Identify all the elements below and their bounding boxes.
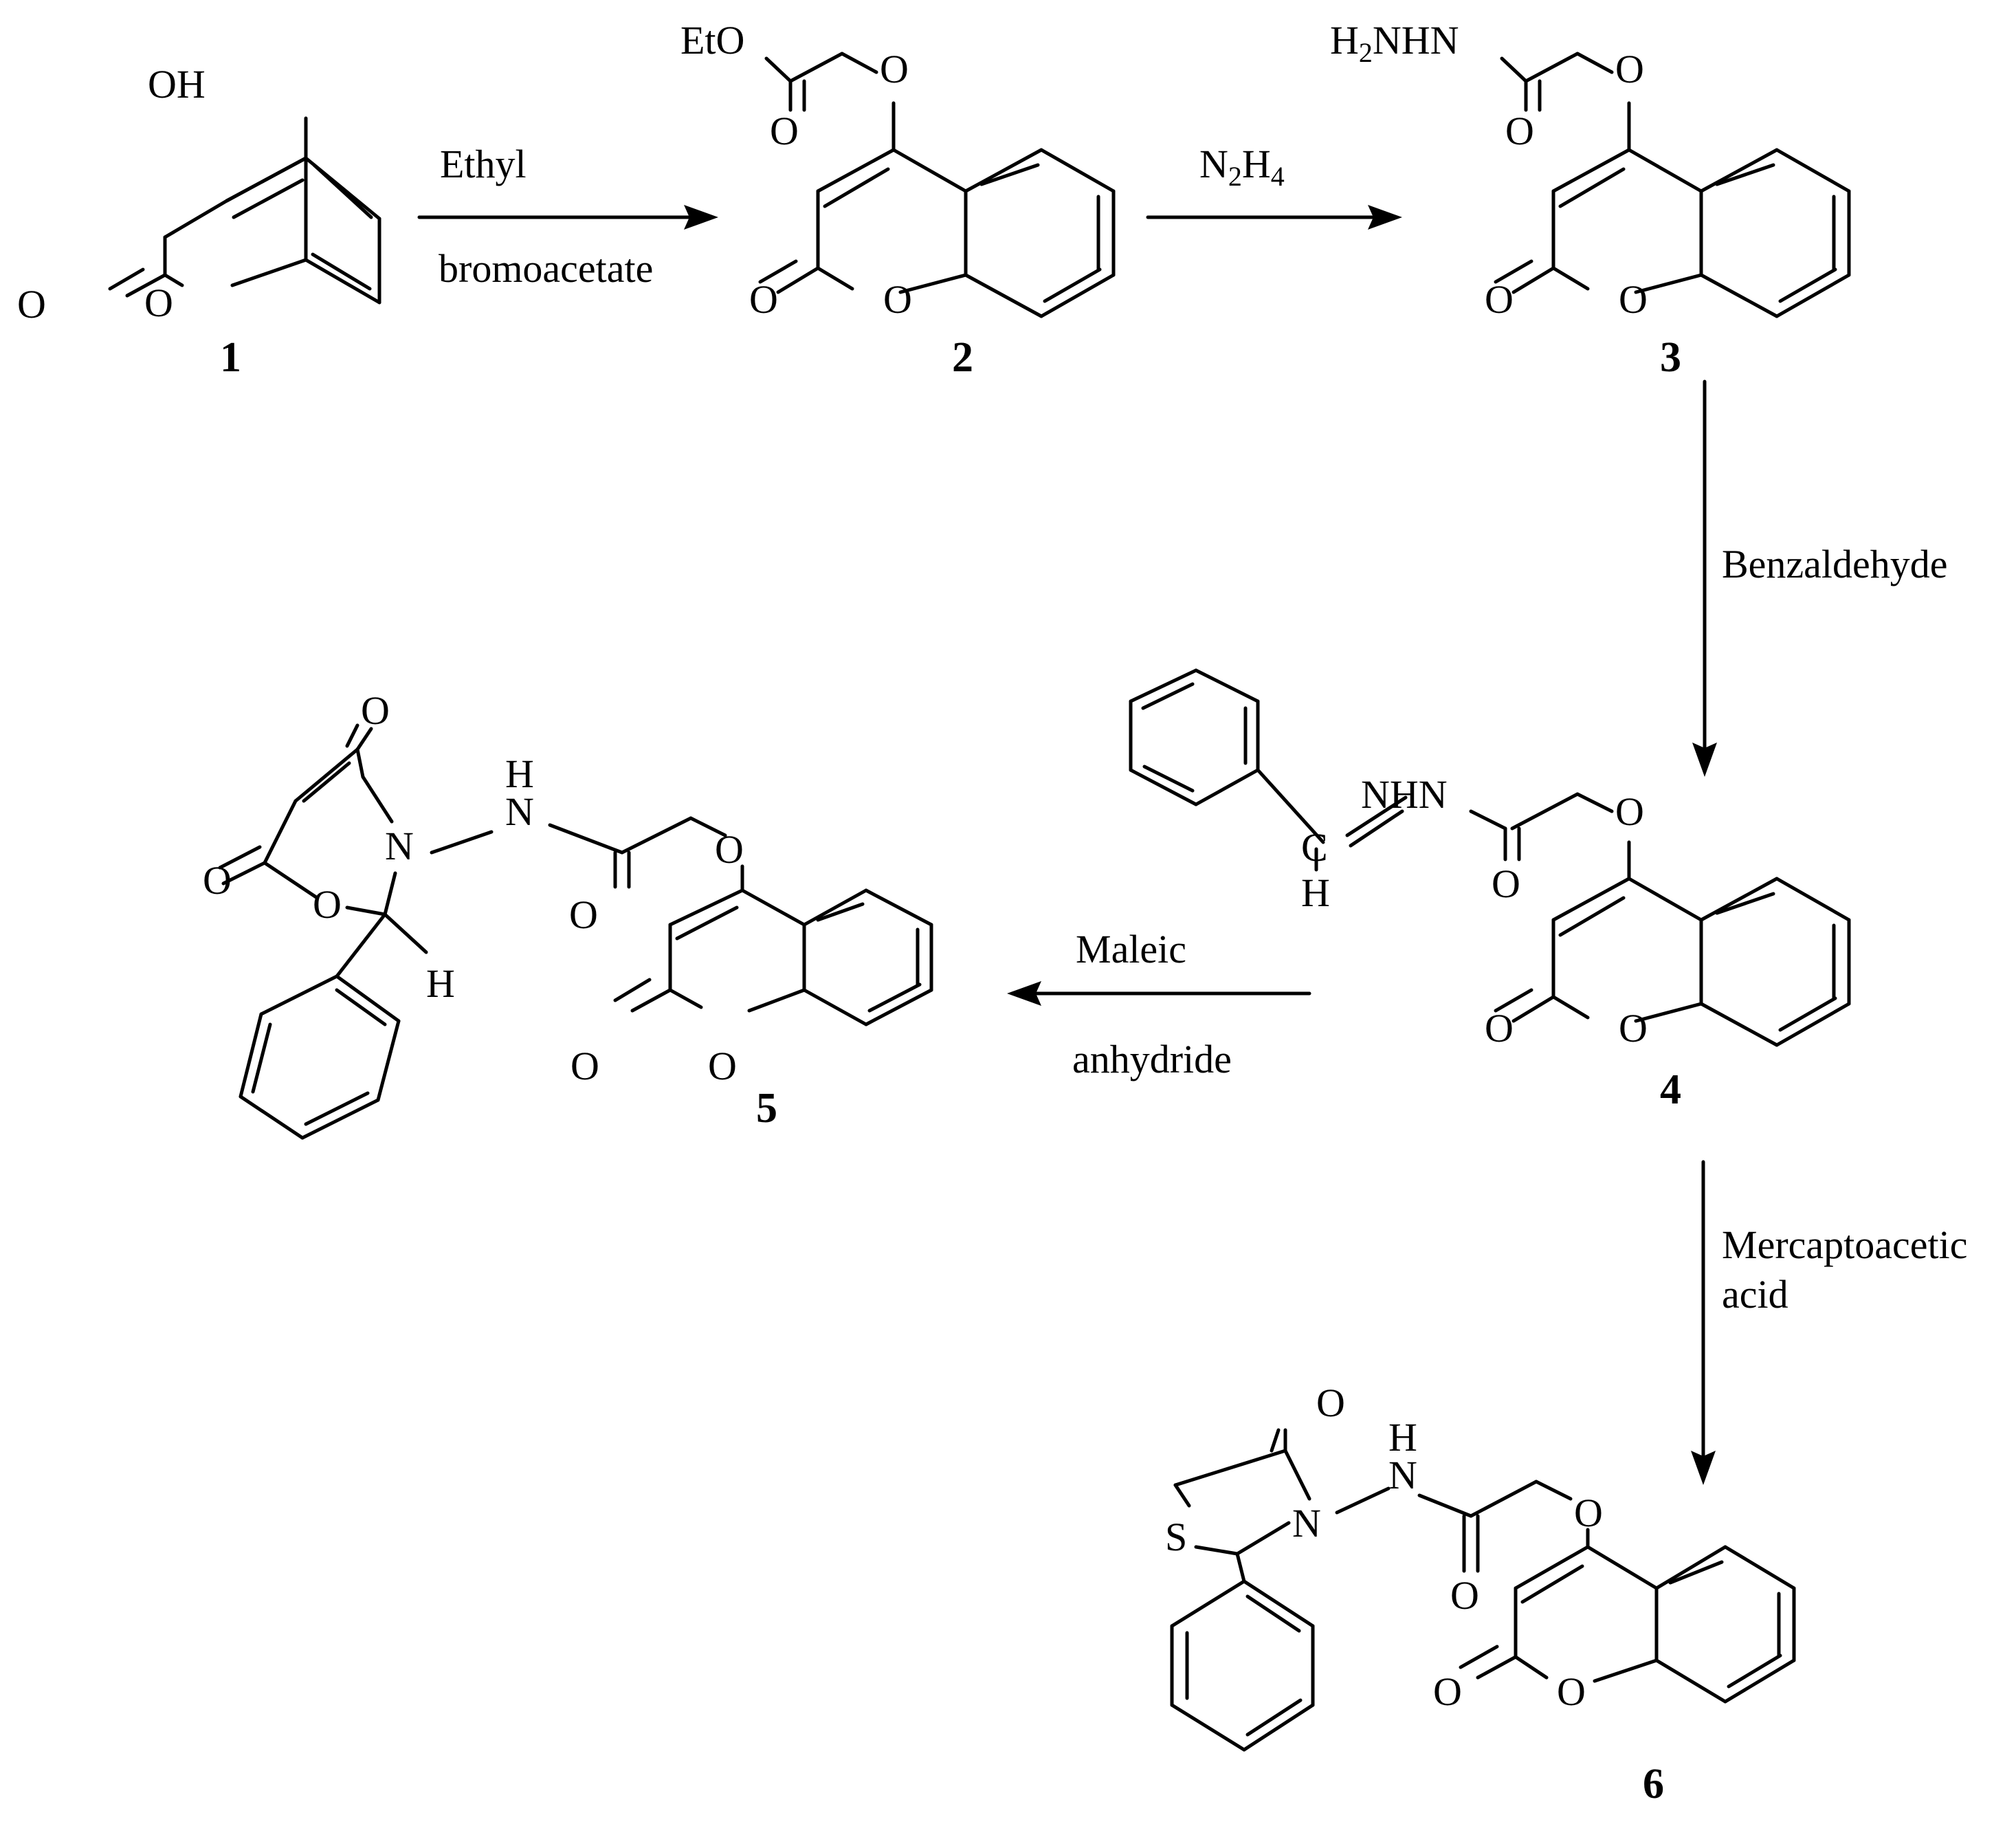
- ketone-o-label: O: [1485, 277, 1514, 322]
- ring-ketone-o-label: O: [361, 688, 390, 733]
- imine-c-label: C: [1301, 825, 1328, 870]
- arrowhead: [684, 205, 718, 230]
- compound-3-number: 3: [1660, 334, 1681, 381]
- ether-o-label: O: [880, 47, 909, 91]
- carbonyl-o-label: O: [569, 892, 598, 937]
- reagent-line-1: Benzaldehyde: [1722, 542, 1948, 586]
- ether-o-label: O: [1615, 47, 1644, 91]
- hydrazide-sub: 2: [1359, 37, 1373, 68]
- reagent-line-1: Ethyl: [440, 142, 527, 186]
- reaction-arrow-1-2: Ethyl bromoacetate: [417, 142, 718, 291]
- reaction-arrow-3-4: Benzaldehyde: [1692, 380, 1948, 777]
- lactone-o-label: O: [203, 858, 232, 903]
- reagent-line-1: Mercaptoacetic: [1722, 1222, 1967, 1267]
- coumarin-ring-o-label: O: [708, 1044, 737, 1088]
- hydrazide-h: H: [1330, 18, 1359, 63]
- ring-o-label: O: [883, 277, 912, 322]
- nh-h-label: H: [1388, 1415, 1417, 1460]
- reagent-sub-1: 2: [1228, 161, 1242, 192]
- nhn-label: NHN: [1361, 772, 1448, 817]
- imine-h-label: H: [1301, 870, 1330, 915]
- reagent-sub-2: 4: [1271, 161, 1285, 192]
- ring-o-label: O: [144, 281, 173, 325]
- ether-o-label: O: [715, 827, 744, 872]
- ketone-o-label: O: [1485, 1006, 1514, 1051]
- nh-h-label: H: [505, 751, 534, 796]
- carbonyl-o-label: O: [1505, 109, 1534, 153]
- compound-3: H2NHN O O O O 3: [1330, 18, 1851, 381]
- ketone-o-label: O: [1433, 1669, 1462, 1714]
- ring-n-label: N: [1292, 1501, 1321, 1546]
- oh-label: OH: [148, 62, 206, 107]
- arrowhead: [1368, 205, 1402, 230]
- ketone-o-label: O: [749, 277, 778, 322]
- carbonyl-o-label: O: [1492, 861, 1520, 906]
- compound-5-number: 5: [756, 1085, 777, 1132]
- carbonyl-o-label: O: [770, 109, 799, 153]
- carbonyl-o-label: O: [1450, 1573, 1479, 1618]
- ring-o-label: O: [1557, 1669, 1586, 1714]
- ether-o-label: O: [1615, 789, 1644, 834]
- arrowhead: [1691, 1451, 1716, 1485]
- acetal-h-label: H: [426, 961, 455, 1006]
- hydrazide-label: H2NHN: [1330, 18, 1459, 68]
- ring-n-label: N: [385, 824, 414, 868]
- ether-o-label: O: [1574, 1491, 1603, 1535]
- compound-6-number: 6: [1643, 1761, 1664, 1807]
- nh-n-label: N: [1388, 1453, 1417, 1497]
- arrowhead: [1692, 743, 1717, 777]
- reagent-label: N2H4: [1199, 142, 1285, 192]
- compound-1-number: 1: [220, 334, 241, 381]
- hydrazide-nhn: NHN: [1373, 18, 1459, 63]
- reagent-line-2: acid: [1722, 1272, 1788, 1317]
- reagent-line-2: anhydride: [1072, 1037, 1232, 1081]
- reagent-line-2: bromoacetate: [439, 246, 653, 291]
- ketone-o-label: O: [571, 1044, 599, 1088]
- ring-ketone-o-label: O: [1316, 1381, 1345, 1425]
- arrowhead: [1007, 981, 1041, 1006]
- nh-n-label: N: [505, 789, 534, 834]
- compound-2-number: 2: [952, 334, 973, 381]
- ring-o-label: O: [1619, 1006, 1648, 1051]
- reaction-arrow-4-6: Mercaptoacetic acid: [1691, 1160, 1967, 1485]
- sulfur-label: S: [1165, 1515, 1187, 1559]
- eto-label: EtO: [680, 18, 744, 63]
- reaction-arrow-4-5: Maleic anhydride: [1007, 927, 1311, 1081]
- reaction-arrow-2-3: N2H4: [1146, 142, 1402, 230]
- reagent-line-1: Maleic: [1076, 927, 1186, 971]
- reagent-n: N: [1199, 142, 1228, 186]
- compound-4: NHN C H O O O O 4: [1129, 668, 1851, 1113]
- ring-o-label: O: [313, 882, 342, 927]
- reagent-h: H: [1242, 142, 1271, 186]
- compound-4-number: 4: [1660, 1066, 1681, 1113]
- compound-6: O S N H N O O O O 6: [1165, 1381, 1796, 1807]
- compound-5: O O O N H N H O O O O 5: [203, 688, 933, 1140]
- compound-1: OH O O 1: [17, 62, 381, 381]
- ketone-o-label: O: [17, 282, 46, 327]
- ring-o-label: O: [1619, 277, 1648, 322]
- compound-2: EtO O O O O 2: [680, 18, 1116, 381]
